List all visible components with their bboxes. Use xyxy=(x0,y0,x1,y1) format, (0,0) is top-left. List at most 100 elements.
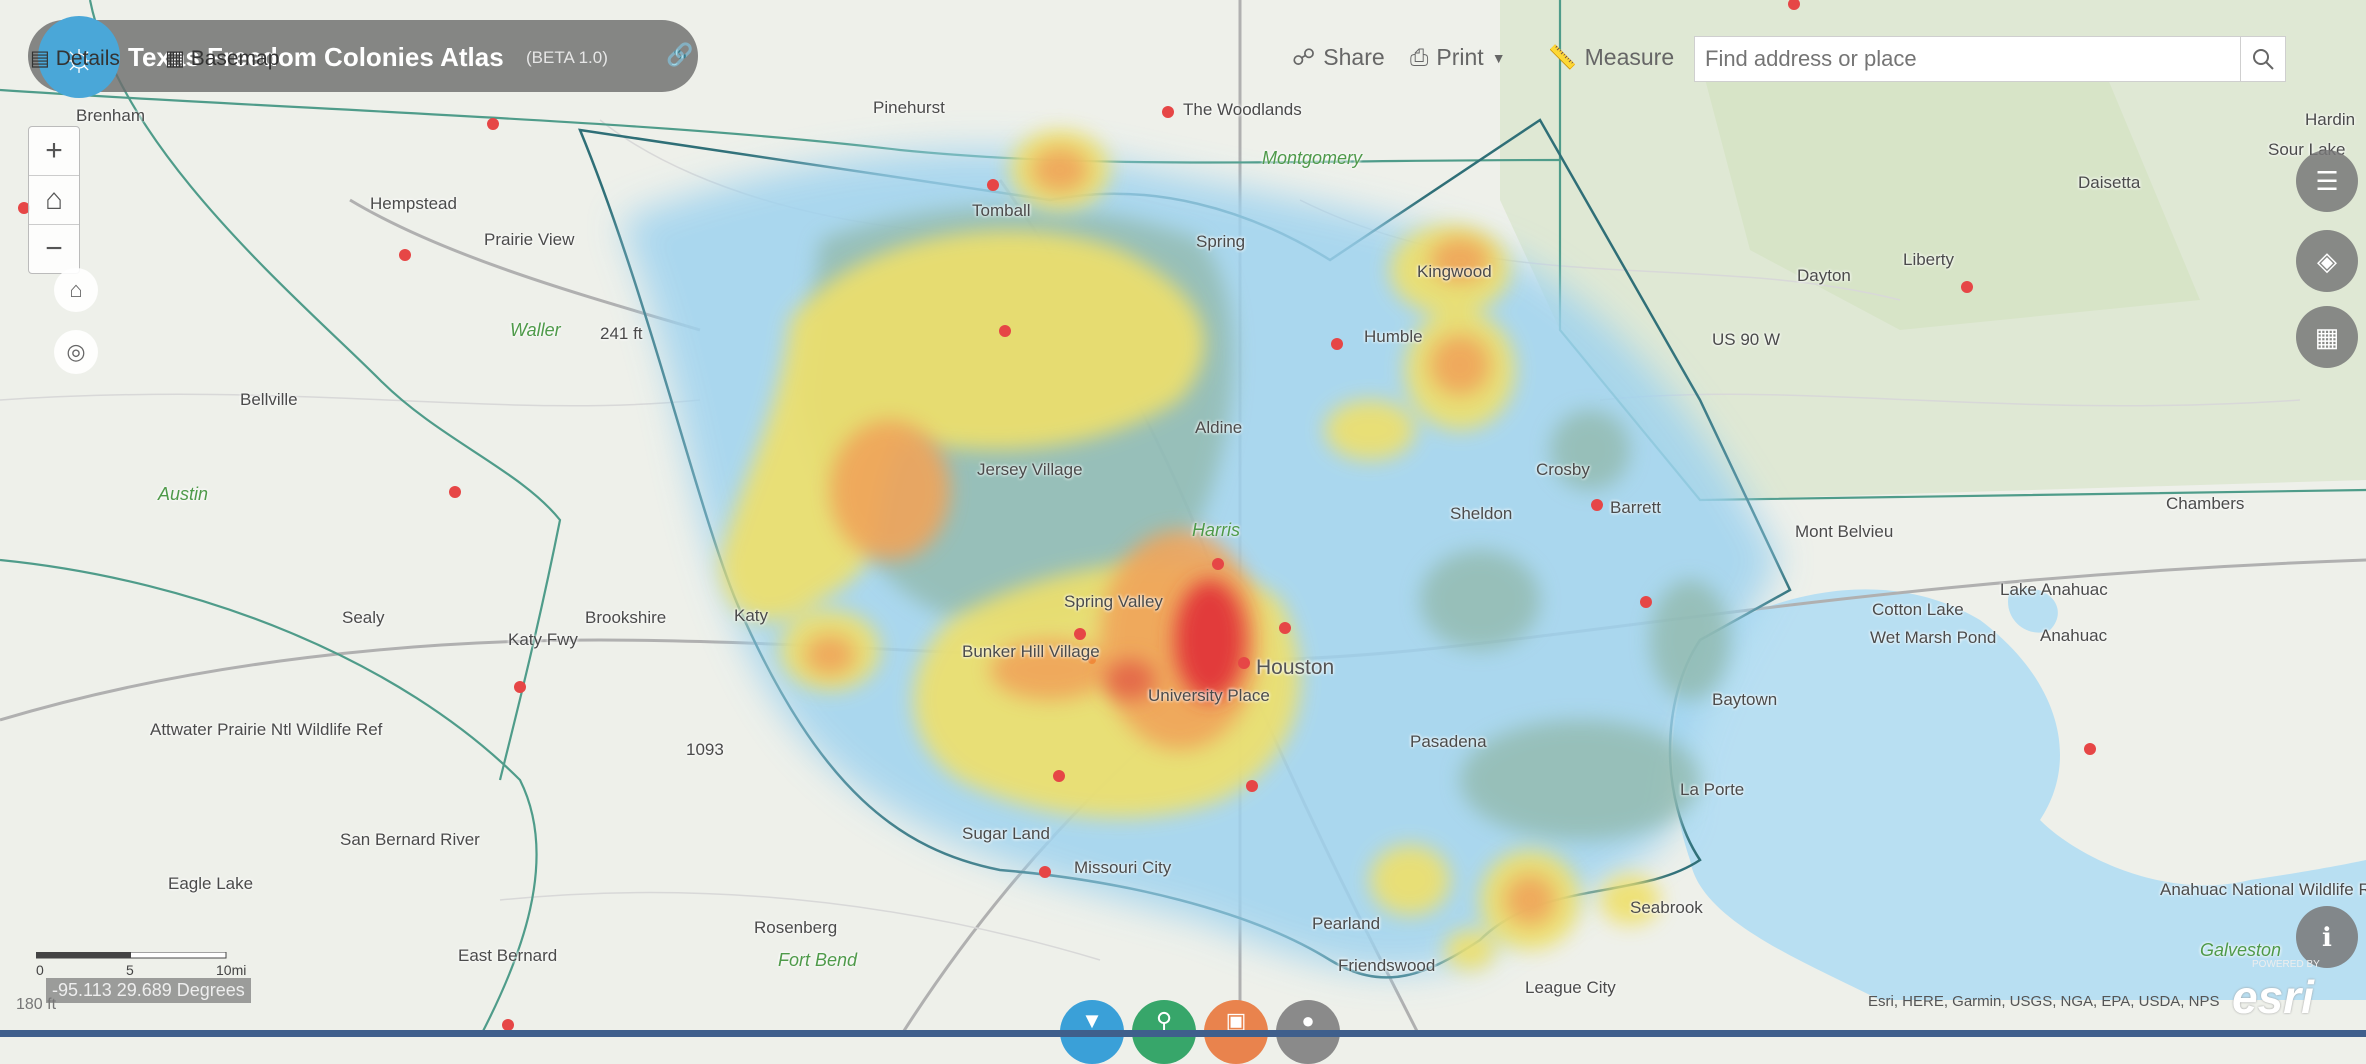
search-input[interactable] xyxy=(1695,37,2227,81)
place-label: Baytown xyxy=(1712,690,1778,709)
home-icon: ⌂ xyxy=(69,277,83,302)
info-button[interactable]: ℹ xyxy=(2296,906,2358,968)
place-label: Humble xyxy=(1364,327,1423,346)
place-label: Friendswood xyxy=(1338,956,1436,975)
basemap-label: Basemap xyxy=(190,47,280,70)
place-label: Missouri City xyxy=(1074,858,1172,877)
scale-label: 0 xyxy=(36,962,44,978)
place-label: Pasadena xyxy=(1410,732,1487,751)
place-label: Mont Belvieu xyxy=(1795,522,1894,541)
filter-icon: ▼ xyxy=(1081,1008,1103,1033)
print-label: Print xyxy=(1436,44,1484,70)
media-icon: ▣ xyxy=(1225,1008,1247,1033)
place-label: Fort Bend xyxy=(778,950,858,970)
home-icon: ⌂ xyxy=(44,183,64,216)
map-attribution: Esri, HERE, Garmin, USGS, NGA, EPA, USDA… xyxy=(1868,993,2220,1010)
place-label: La Porte xyxy=(1680,780,1745,799)
layers-button[interactable]: ◈ xyxy=(2296,230,2358,292)
place-label: Bellville xyxy=(240,390,298,409)
default-extent-button[interactable]: ⌂ xyxy=(54,268,98,312)
esri-logo: esri xyxy=(2232,971,2314,1023)
place-label: Lake Anahuac xyxy=(2000,580,2108,599)
measure-button[interactable]: 📏 Measure xyxy=(1548,44,1674,71)
info-icon: ℹ xyxy=(2322,921,2332,952)
print-icon: ⎙ xyxy=(1410,44,1429,70)
globe-icon: ☼ xyxy=(38,16,120,98)
search-icon: ⚲ xyxy=(1155,1008,1173,1033)
place-label: League City xyxy=(1525,978,1616,997)
place-label: Chambers xyxy=(2166,494,2245,513)
place-label: Anahuac xyxy=(2040,626,2108,645)
print-button[interactable]: ⎙ Print ▼ xyxy=(1410,44,1506,71)
bottom-border xyxy=(0,1030,2366,1037)
scale-bar: 0 5 10mi xyxy=(35,951,246,978)
map-canvas[interactable] xyxy=(0,0,2366,1037)
place-label: San Bernard River xyxy=(340,830,480,849)
elevation-readout: 180 ft xyxy=(16,996,57,1013)
place-label: Cotton Lake xyxy=(1872,600,1964,619)
place-label: Prairie View xyxy=(484,230,575,249)
place-label: Houston xyxy=(1256,656,1335,679)
place-label: Attwater Prairie Ntl Wildlife Ref xyxy=(150,720,383,739)
home-button[interactable]: ⌂ xyxy=(29,176,79,225)
place-label: Daisetta xyxy=(2078,173,2141,192)
legend-button[interactable]: ☰ xyxy=(2296,150,2358,212)
place-label: Spring xyxy=(1196,232,1246,251)
place-label: Pinehurst xyxy=(873,98,945,117)
place-label: The Woodlands xyxy=(1183,100,1302,119)
place-label: Bunker Hill Village xyxy=(962,642,1100,661)
layers-icon: ◈ xyxy=(2317,245,2337,276)
place-label: Brookshire xyxy=(585,608,667,627)
place-label: Liberty xyxy=(1903,250,1955,269)
place-label: Hardin xyxy=(2305,110,2356,129)
zoom-in-button[interactable]: + xyxy=(29,127,79,176)
place-label: Rosenberg xyxy=(754,918,838,937)
basemap-gallery-button[interactable]: ▦ xyxy=(2296,306,2358,368)
beta-label: (BETA 1.0) xyxy=(526,48,608,67)
legend-icon: ☰ xyxy=(2315,165,2339,196)
place-label: 1093 xyxy=(686,740,724,759)
place-label: Aldine xyxy=(1195,418,1243,437)
powered-by-label: POWERED BY xyxy=(2252,959,2320,970)
place-label: Eagle Lake xyxy=(168,874,254,893)
search-button[interactable] xyxy=(2240,37,2285,81)
place-label: US 90 W xyxy=(1712,330,1781,349)
place-label: Austin xyxy=(158,484,209,504)
place-label: Harris xyxy=(1192,520,1240,540)
measure-label: Measure xyxy=(1584,44,1675,70)
place-label: Spring Valley xyxy=(1064,592,1163,611)
share-button[interactable]: ☍ Share xyxy=(1292,44,1385,71)
chevron-down-icon: ▼ xyxy=(1491,49,1506,66)
share-icon: ☍ xyxy=(1292,44,1316,70)
zoom-controls: + ⌂ − xyxy=(28,126,80,274)
zoom-out-button[interactable]: − xyxy=(45,232,63,265)
place-label: Pearland xyxy=(1312,914,1381,933)
place-label: Brenham xyxy=(76,106,145,125)
details-label: Details xyxy=(55,47,120,70)
details-tab[interactable]: ▤ Details xyxy=(30,47,120,70)
place-label: Barrett xyxy=(1610,498,1662,517)
place-label: Sheldon xyxy=(1450,504,1513,523)
place-label: Wet Marsh Pond xyxy=(1870,628,1997,647)
scale-label: 5 xyxy=(126,962,134,978)
place-label: Katy Fwy xyxy=(508,630,578,649)
coordinate-readout: -95.113 29.689 Degrees xyxy=(46,978,251,1003)
scale-bar-graphic xyxy=(35,951,227,959)
share-label: Share xyxy=(1323,44,1385,70)
place-label: Waller xyxy=(510,320,561,340)
basemap-gallery-icon: ▦ xyxy=(2314,321,2340,352)
app-title: Texas Freedom Colonies Atlas xyxy=(128,42,504,72)
locate-button[interactable]: ◎ xyxy=(54,330,98,374)
place-label: Tomball xyxy=(972,201,1031,220)
place-label: Galveston xyxy=(2200,940,2282,960)
search-icon xyxy=(2253,49,2274,70)
search-box xyxy=(1694,36,2286,82)
place-label: Seabrook xyxy=(1630,898,1703,917)
app-title-bar: ☼ Texas Freedom Colonies Atlas (BETA 1.0… xyxy=(28,16,698,98)
basemap-tab[interactable]: ▦ Basemap xyxy=(165,47,280,70)
measure-icon: 📏 xyxy=(1548,44,1577,70)
link-icon[interactable]: 🔗 xyxy=(666,42,694,67)
place-label: Sealy xyxy=(342,608,385,627)
place-label: University Place xyxy=(1148,686,1270,705)
place-label: Dayton xyxy=(1797,266,1851,285)
